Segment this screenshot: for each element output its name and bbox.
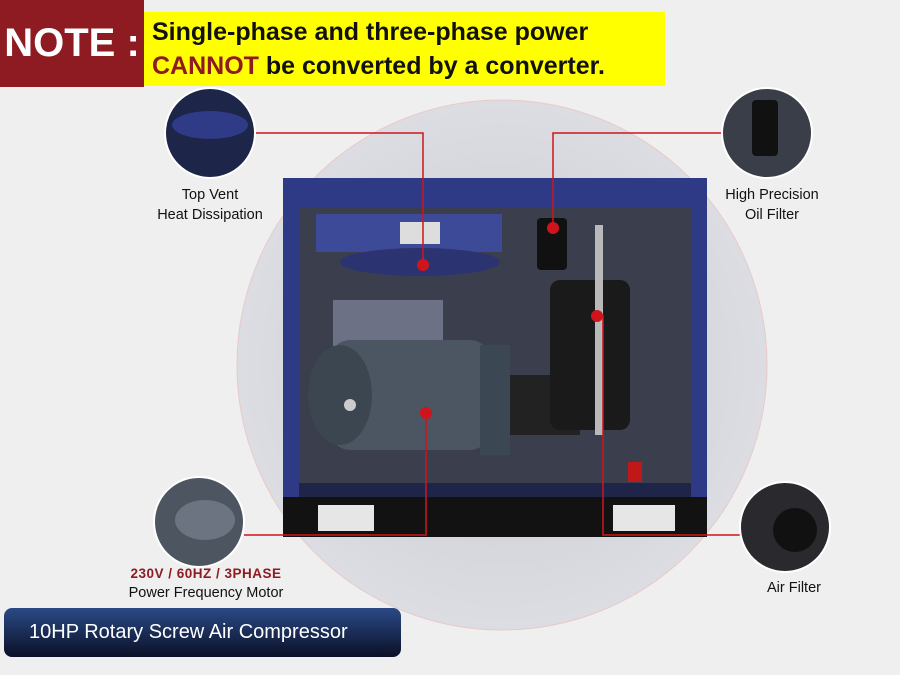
motor-line	[244, 413, 427, 536]
air-filter-label: Air Filter	[767, 580, 821, 596]
motor-dot	[420, 407, 432, 419]
top-vent-label: Top Vent Heat Dissipation	[130, 185, 290, 225]
oil-filter-dot	[547, 222, 559, 234]
top-vent-line	[255, 132, 424, 265]
top-vent-subtitle: Heat Dissipation	[157, 207, 263, 223]
motor-spec: 230V / 60HZ / 3PHASE	[130, 566, 282, 581]
oil-filter-title: High Precision	[725, 187, 819, 203]
top-vent-dot	[417, 259, 429, 271]
oil-filter-subtitle: Oil Filter	[745, 207, 799, 223]
note-badge: NOTE :	[0, 0, 144, 87]
air-filter-dot	[591, 310, 603, 322]
note-line-2: CANNOT be converted by a converter.	[152, 49, 665, 83]
cannot-highlight: CANNOT	[152, 52, 259, 80]
oil-filter-line	[552, 132, 722, 228]
motor-label: Power Frequency Motor	[128, 585, 284, 601]
note-line-2-rest: be converted by a converter.	[258, 52, 605, 80]
oil-filter-label: High Precision Oil Filter	[692, 185, 852, 225]
note-line-1: Single-phase and three-phase power	[152, 18, 589, 46]
note-message: Single-phase and three-phase power CANNO…	[144, 12, 665, 86]
product-title-banner: 10HP Rotary Screw Air Compressor	[4, 608, 401, 657]
compressor-image	[283, 178, 707, 537]
top-vent-title: Top Vent	[181, 187, 239, 203]
